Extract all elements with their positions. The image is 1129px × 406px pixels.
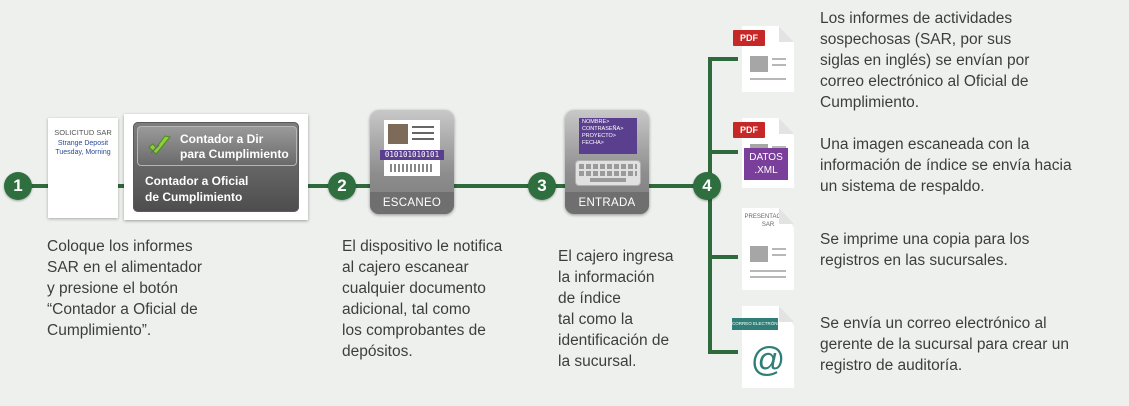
printed-doc-line2: SAR [761, 222, 775, 228]
step2-line: depósitos. [342, 343, 413, 360]
at-symbol: @ [750, 341, 786, 379]
output1-line: sospechosas (SAR, por sus [820, 31, 1012, 48]
button-counter-to-dir[interactable]: Contador a Dir para Cumplimiento [137, 126, 297, 166]
checkmark-icon [148, 135, 171, 155]
branch-3 [708, 255, 738, 259]
output3-line: registros en las sucursales. [820, 252, 1008, 269]
entry-device: NOMBRE> CONTRASEÑA> PROYECTO> FECHA> ENT… [565, 110, 649, 214]
output4-line: gerente de la sucursal para crear un [820, 336, 1070, 353]
doc-fold [779, 306, 794, 322]
entry-field-3: PROYECTO> [582, 133, 616, 139]
entry-screen: NOMBRE> CONTRASEÑA> PROYECTO> FECHA> [579, 118, 637, 154]
sar-sheet-title: SOLICITUD SAR [54, 128, 112, 137]
step1-line: Cumplimiento”. [47, 322, 152, 339]
step2-line: cualquier documento [342, 280, 486, 297]
step3-line: El cajero ingresa [558, 248, 674, 265]
doc-fold [779, 118, 794, 134]
doc-fold [779, 208, 794, 224]
output3-text: Se imprime una copia para los registros … [820, 229, 1120, 271]
pdf-badge-2: PDF [733, 122, 765, 138]
step-3-badge: 3 [528, 172, 556, 200]
step2-line: al cajero escanear [342, 259, 469, 276]
step1-line: y presione el botón [47, 280, 178, 297]
step3-line: la sucursal. [558, 353, 637, 370]
output2-text: Una imagen escaneada con la información … [820, 134, 1125, 197]
output2-line: un sistema de respaldo. [820, 178, 985, 195]
branch-line [708, 57, 712, 353]
branch-4 [708, 350, 738, 354]
button1-line1: Contador a Dir [180, 132, 264, 146]
output2-line: Una imagen escaneada con la [820, 136, 1030, 153]
xml-line2: .XML [754, 165, 778, 176]
step3-line: la información [558, 269, 655, 286]
xml-line1: DATOS [749, 152, 783, 163]
button1-line2: para Cumplimiento [180, 147, 289, 161]
step3-line: identificación de [558, 332, 670, 349]
branch-2 [708, 150, 738, 154]
screen-panel: Contador a Dir para Cumplimiento Contado… [133, 122, 299, 212]
touch-screen: Contador a Dir para Cumplimiento Contado… [124, 114, 308, 220]
step3-line: tal como la [558, 311, 633, 328]
step2-line: El dispositivo le notifica [342, 238, 503, 255]
step1-description: Coloque los informes SAR en el alimentad… [47, 236, 247, 341]
output1-line: Cumplimiento. [820, 94, 920, 111]
output1-line: Los informes de actividades [820, 10, 1013, 27]
scan-bar: 010101010101 [380, 150, 444, 160]
pdf-badge-1: PDF [733, 30, 765, 46]
step-4-badge: 4 [693, 172, 721, 200]
scan-binary: 010101010101 [384, 150, 440, 159]
step3-line: de índice [558, 290, 621, 307]
output3-line: Se imprime una copia para los [820, 231, 1030, 248]
entry-field-2: CONTRASEÑA> [582, 126, 624, 132]
step-1-badge: 1 [4, 172, 32, 200]
output4-text: Se envía un correo electrónico al gerent… [820, 313, 1125, 376]
email-badge: CORREO ELECTRÓNICO [732, 318, 778, 330]
output4-line: Se envía un correo electrónico al [820, 315, 1047, 332]
button2-line2[interactable]: de Cumplimiento [145, 190, 243, 204]
output1-line: correo electrónico al Oficial de [820, 73, 1029, 90]
step3-description: El cajero ingresa la información de índi… [558, 246, 708, 372]
xml-data-badge: DATOS .XML [744, 148, 788, 180]
branch-1 [708, 57, 738, 61]
flow-line [10, 184, 710, 188]
step1-line: Coloque los informes [47, 238, 193, 255]
button2-line1[interactable]: Contador a Oficial [145, 174, 249, 188]
sar-sheet-line2: Tuesday, Morning [55, 149, 111, 156]
step-2-badge: 2 [328, 172, 356, 200]
output2-line: información de índice se envía hacia [820, 157, 1072, 174]
printed-doc-line1: PRESENTACIÓN [744, 214, 792, 220]
step2-line: los comprobantes de [342, 322, 486, 339]
entry-caption: ENTRADA [565, 192, 649, 214]
output1-line: siglas en inglés) se envían por [820, 52, 1030, 69]
step2-description: El dispositivo le notifica al cajero esc… [342, 236, 542, 362]
entry-field-4: FECHA> [582, 140, 604, 146]
entry-field-1: NOMBRE> [582, 119, 610, 125]
sar-request-sheet: SOLICITUD SAR Strange Deposit Tuesday, M… [48, 118, 118, 218]
output1-text: Los informes de actividades sospechosas … [820, 8, 1120, 113]
output4-line: registro de auditoría. [820, 357, 963, 374]
step1-line: SAR en el alimentador [47, 259, 203, 276]
step1-line: “Contador a Oficial de [47, 301, 198, 318]
scanner-device: 010101010101 ESCANEO [370, 110, 454, 214]
sar-sheet-line1: Strange Deposit [57, 140, 109, 147]
scanner-caption: ESCANEO [370, 192, 454, 214]
step2-line: adicional, tal como [342, 301, 471, 318]
keyboard [575, 160, 641, 186]
scanned-document: 010101010101 [380, 120, 444, 176]
